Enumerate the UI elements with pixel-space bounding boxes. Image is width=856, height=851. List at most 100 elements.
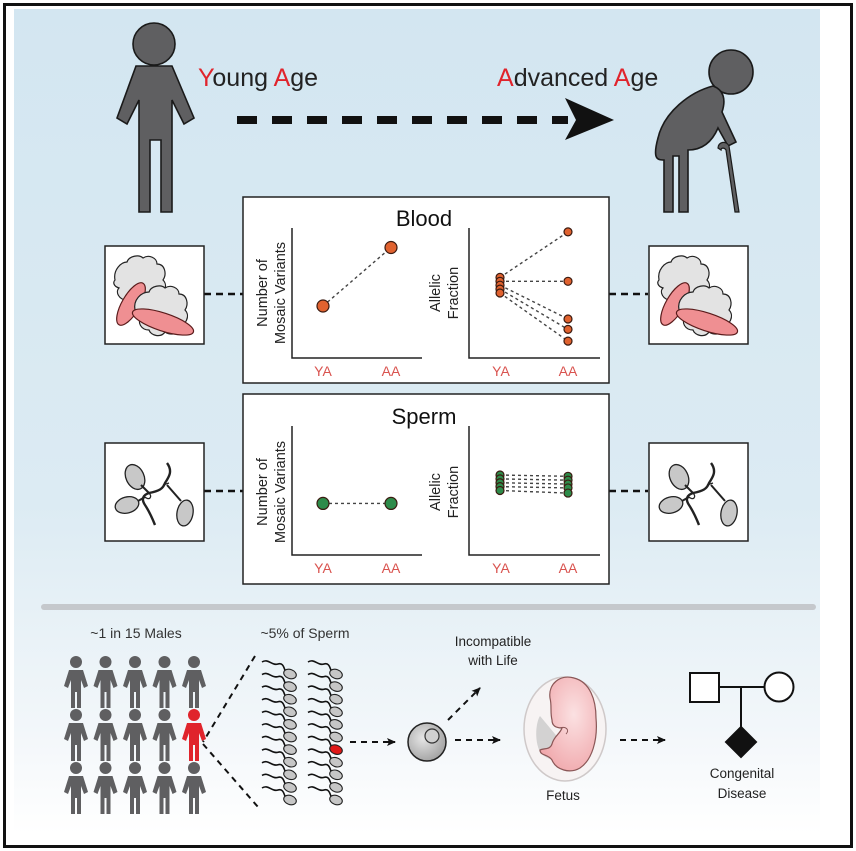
person-icon xyxy=(64,656,88,708)
sperm-icon xyxy=(307,723,343,743)
sperm-icon xyxy=(261,773,297,793)
data-point-value-ya xyxy=(316,496,330,510)
blood-af-axes xyxy=(468,228,600,359)
sperm-cells-icon xyxy=(104,442,205,542)
blood-count-ylabel-1: Number of xyxy=(255,258,271,327)
person-icon xyxy=(64,762,88,814)
affected-person-icon xyxy=(182,709,206,761)
person-icon xyxy=(116,22,196,213)
advanced-age-label: Advanced Age xyxy=(497,64,658,92)
sperm-af-ylabel-2: Fraction xyxy=(446,466,462,518)
person-icon xyxy=(64,709,88,761)
blood-count-marks xyxy=(316,240,398,313)
zoom-line xyxy=(202,743,259,808)
elderly-person-icon xyxy=(654,49,754,213)
series-line-variant-1 xyxy=(499,474,569,478)
person-icon xyxy=(123,656,147,708)
person-icon xyxy=(152,762,177,814)
person-icon xyxy=(93,709,118,761)
sperm-icon xyxy=(261,760,297,781)
blood-af-xtick-aa: AA xyxy=(559,363,578,379)
sperm-count-axes xyxy=(291,426,422,556)
sperm-icon xyxy=(261,685,297,705)
series-line-variant-1 xyxy=(499,231,569,278)
sperm-af-xtick-ya: YA xyxy=(492,560,510,576)
fetus-icon xyxy=(523,676,607,782)
sperm-count-ylabel-2: Mosaic Variants xyxy=(273,441,289,543)
sperm-icon xyxy=(307,786,343,806)
sperm-population xyxy=(261,660,343,806)
data-point-variant-4-aa xyxy=(563,324,573,334)
zoom-line xyxy=(202,655,256,743)
person-icon xyxy=(93,762,118,814)
sperm-frequency-label: ~5% of Sperm xyxy=(260,625,349,641)
series-line-variant-4 xyxy=(499,485,569,489)
young-age-label: Young Age xyxy=(198,64,318,92)
series-line-variant-5 xyxy=(499,489,569,494)
blood-count-xtick-aa: AA xyxy=(382,363,401,379)
sperm-af-marks xyxy=(495,470,573,498)
sperm-icon xyxy=(261,710,297,730)
sperm-count-xtick-ya: YA xyxy=(314,560,332,576)
series-line-variant-2 xyxy=(499,478,569,481)
sperm-icon xyxy=(307,748,343,768)
person-icon xyxy=(123,762,147,814)
sperm-count-xtick-aa: AA xyxy=(382,560,401,576)
blood-panel-title: Blood xyxy=(396,206,452,231)
sperm-icon xyxy=(261,672,297,692)
population-grid xyxy=(64,656,206,814)
series-line-value xyxy=(322,246,392,307)
series-line-variant-5 xyxy=(499,292,569,342)
incompatible-label-1: Incompatible xyxy=(455,634,532,649)
sperm-panel: Sperm Number of Mosaic Variants YA AA Al… xyxy=(242,393,610,585)
series-line-variant-4 xyxy=(499,288,569,331)
blood-af-xtick-ya: YA xyxy=(492,363,510,379)
congenital-label-2: Disease xyxy=(718,786,767,801)
data-point-variant-1-aa xyxy=(563,227,573,237)
sperm-icon xyxy=(261,786,297,806)
blood-af-ylabel-2: Fraction xyxy=(446,267,462,319)
sperm-icon xyxy=(261,697,297,718)
data-point-variant-3-aa xyxy=(563,314,573,324)
person-icon xyxy=(93,656,118,708)
congenital-label-1: Congenital xyxy=(710,766,775,781)
person-icon xyxy=(123,709,147,761)
sperm-af-ylabel-1: Allelic xyxy=(428,473,444,511)
blood-af-ylabel-1: Allelic xyxy=(428,274,444,312)
pedigree-icon xyxy=(689,671,795,759)
sperm-icon xyxy=(261,660,297,680)
sperm-count-marks xyxy=(316,496,398,510)
fetus-label: Fetus xyxy=(546,788,580,803)
males-frequency-label: ~1 in 15 Males xyxy=(90,625,181,641)
data-point-variant-5-ya xyxy=(495,485,505,496)
sperm-icon xyxy=(307,697,343,718)
blood-af-marks xyxy=(495,227,573,346)
mutant-sperm-icon xyxy=(307,735,343,755)
sperm-af-xtick-aa: AA xyxy=(559,560,578,576)
data-point-variant-5-ya xyxy=(495,288,505,298)
data-point-variant-2-aa xyxy=(563,276,573,286)
dashed-arrow xyxy=(447,687,481,721)
blood-count-axes xyxy=(291,228,422,359)
person-icon xyxy=(182,656,206,708)
sperm-icon xyxy=(307,660,343,680)
series-line-variant-3 xyxy=(499,482,569,485)
person-icon xyxy=(182,762,206,814)
age-progression-arrow xyxy=(237,98,614,140)
sperm-icon xyxy=(261,723,297,743)
blood-count-ylabel-2: Mosaic Variants xyxy=(273,242,289,344)
blood-count-xtick-ya: YA xyxy=(314,363,332,379)
blood-panel: Blood Number of Mosaic Variants YA AA Al… xyxy=(242,196,610,384)
data-point-value-aa xyxy=(384,496,398,510)
sperm-icon xyxy=(307,685,343,705)
sperm-icon xyxy=(307,760,343,781)
sperm-icon xyxy=(307,773,343,793)
sperm-af-axes xyxy=(468,426,600,556)
zygote-icon xyxy=(407,722,447,762)
person-icon xyxy=(152,709,177,761)
sperm-icon xyxy=(261,748,297,768)
person-icon xyxy=(152,656,177,708)
incompatible-label-2: with Life xyxy=(467,653,518,668)
data-point-value-ya xyxy=(316,299,330,313)
